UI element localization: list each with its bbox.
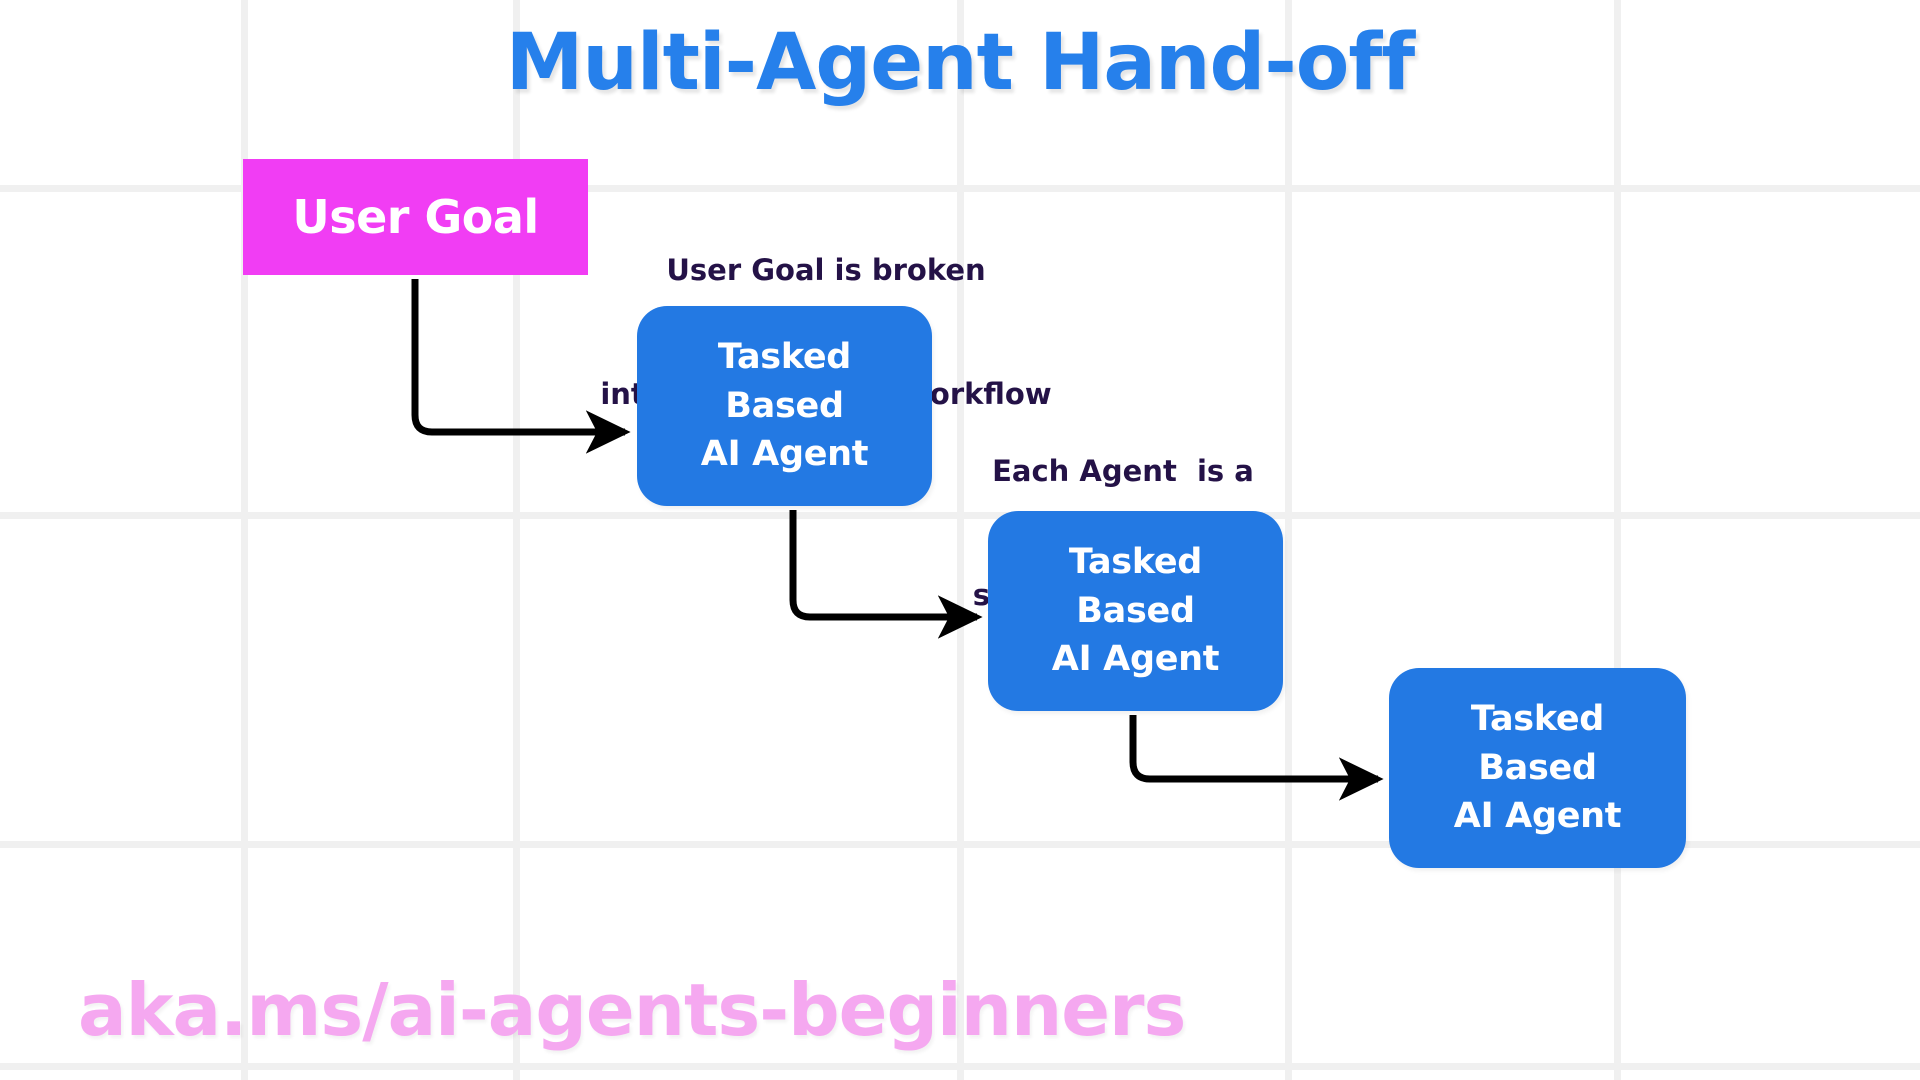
node-agent-2-line-1: Tasked: [1068, 542, 1203, 583]
node-agent-2[interactable]: Tasked Based AI Agent: [988, 511, 1283, 711]
node-agent-3[interactable]: Tasked Based AI Agent: [1389, 668, 1686, 868]
node-agent-3-line-2: Based: [1478, 747, 1597, 788]
node-user-goal[interactable]: User Goal: [243, 159, 588, 275]
page-title: Multi-Agent Hand-off: [505, 18, 1415, 108]
arrow-user-goal-to-agent-1: [411, 279, 631, 454]
node-agent-1-line-1: Tasked: [717, 337, 852, 378]
node-agent-3-line-3: AI Agent: [1453, 796, 1622, 837]
node-agent-1-line-2: Based: [725, 385, 844, 426]
annotation-line: User Goal is broken: [666, 253, 986, 288]
node-agent-2-line-3: AI Agent: [1051, 639, 1220, 680]
arrow-agent-1-to-agent-2: [789, 510, 983, 639]
annotation-line: Each Agent is a: [992, 454, 1254, 489]
footer-url: aka.ms/ai-agents-beginners: [78, 968, 1186, 1052]
node-agent-2-line-2: Based: [1076, 590, 1195, 631]
node-agent-1[interactable]: Tasked Based AI Agent: [637, 306, 932, 506]
node-agent-1-line-3: AI Agent: [700, 434, 869, 475]
node-user-goal-label: User Goal: [292, 190, 539, 244]
node-agent-3-line-1: Tasked: [1470, 699, 1605, 740]
arrow-agent-2-to-agent-3: [1129, 715, 1384, 801]
